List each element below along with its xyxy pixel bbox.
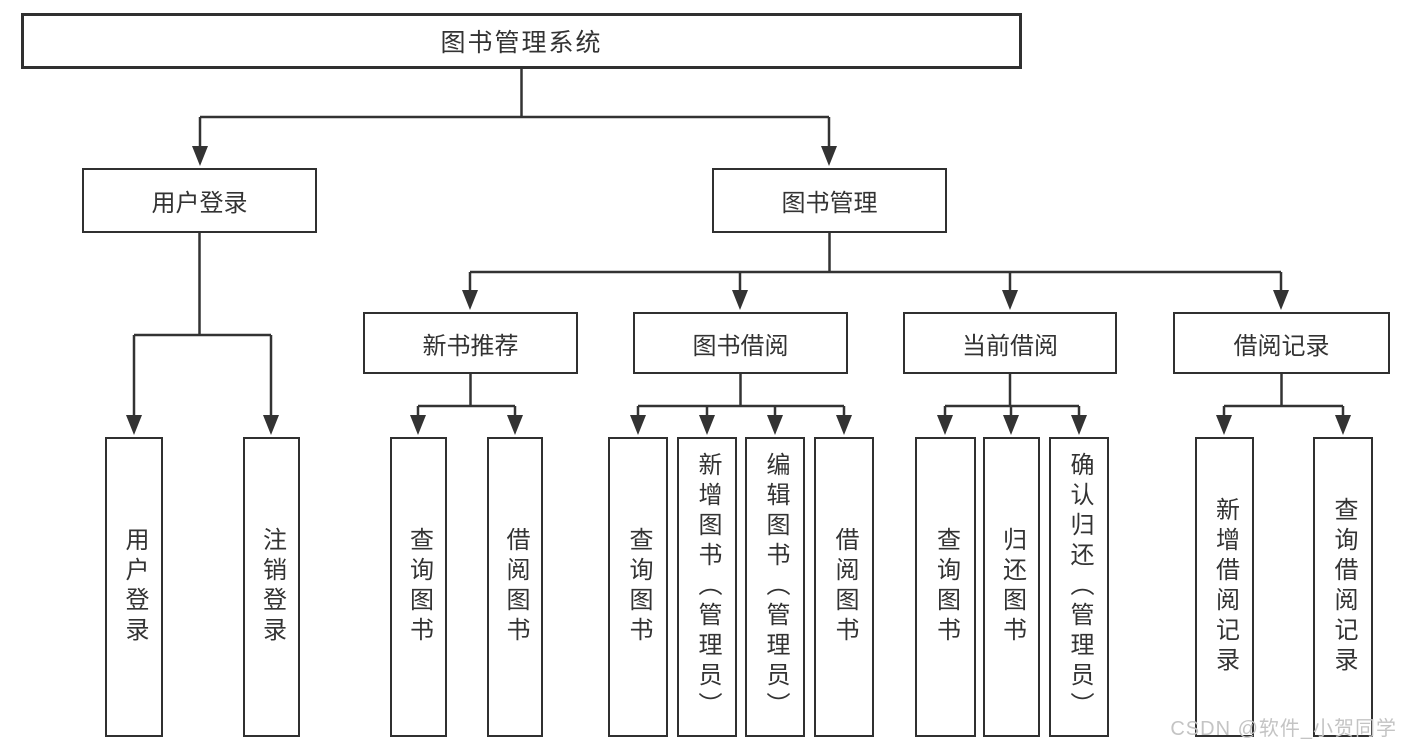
leaf-user-login: 用户登录 <box>105 437 163 737</box>
arrow-head <box>1335 415 1351 435</box>
arrow-head <box>836 415 852 435</box>
node-new-book-recommendation: 新书推荐 <box>363 312 578 374</box>
arrows-borrow-record-to-leaves <box>1216 406 1351 435</box>
arrows-new-book-to-leaves <box>410 406 523 435</box>
arrow-head <box>126 415 142 435</box>
leaf-label: 编辑图书（管理员） <box>762 452 789 722</box>
arrow-head <box>1216 415 1232 435</box>
arrow-head <box>630 415 646 435</box>
leaf-label: 借阅图书 <box>502 527 529 647</box>
trunk-borrow-record <box>1224 374 1343 408</box>
leaf-current-confirm-return-admin: 确认归还（管理员） <box>1049 437 1109 737</box>
arrows-user-login-to-leaves <box>126 335 279 435</box>
leaf-label: 查询图书 <box>625 527 652 647</box>
arrows-current-borrow-to-leaves <box>937 406 1087 435</box>
trunk-book-management <box>470 233 1281 274</box>
node-root: 图书管理系统 <box>21 13 1022 69</box>
leaf-borrow-query-books: 查询图书 <box>608 437 668 737</box>
arrow-head <box>263 415 279 435</box>
leaf-label: 查询图书 <box>932 527 960 647</box>
arrow-head <box>767 415 783 435</box>
node-current-borrowing: 当前借阅 <box>903 312 1117 374</box>
trunk-root <box>200 69 829 119</box>
arrow-head <box>192 146 208 166</box>
node-borrowing-records: 借阅记录 <box>1173 312 1390 374</box>
node-book-management: 图书管理 <box>712 168 947 233</box>
node-user-login: 用户登录 <box>82 168 317 233</box>
arrow-head <box>1273 290 1289 310</box>
arrow-head <box>699 415 715 435</box>
leaf-borrow-borrow-books: 借阅图书 <box>814 437 874 737</box>
leaf-label: 借阅图书 <box>831 527 858 647</box>
arrows-root-to-level2 <box>192 117 837 166</box>
trunk-book-borrow <box>638 374 844 408</box>
arrow-head <box>1071 415 1087 435</box>
arrow-head <box>507 415 523 435</box>
leaf-logout: 注销登录 <box>243 437 300 737</box>
leaf-borrow-add-books-admin: 新增图书（管理员） <box>677 437 737 737</box>
arrow-head <box>821 146 837 166</box>
watermark: CSDN @软件_小贺同学 <box>1170 718 1397 740</box>
arrows-book-borrow-to-leaves <box>630 406 852 435</box>
node-book-borrowing: 图书借阅 <box>633 312 848 374</box>
arrow-head <box>732 290 748 310</box>
arrow-head <box>1003 415 1019 435</box>
leaf-label: 新增借阅记录 <box>1211 497 1239 677</box>
leaf-current-return-books: 归还图书 <box>983 437 1040 737</box>
leaf-label: 确认归还（管理员） <box>1066 452 1093 722</box>
arrow-head <box>462 290 478 310</box>
arrow-head <box>1002 290 1018 310</box>
leaf-current-query-books: 查询图书 <box>915 437 976 737</box>
leaf-newbook-borrow-books: 借阅图书 <box>487 437 543 737</box>
leaf-label: 注销登录 <box>258 527 286 647</box>
arrows-book-management-to-level3 <box>462 272 1289 310</box>
leaf-label: 归还图书 <box>998 527 1026 647</box>
leaf-label: 查询借阅记录 <box>1330 497 1357 677</box>
leaf-label: 查询图书 <box>405 527 433 647</box>
trunk-new-book <box>418 374 515 408</box>
leaf-borrow-edit-books-admin: 编辑图书（管理员） <box>745 437 805 737</box>
leaf-newbook-query-books: 查询图书 <box>390 437 447 737</box>
trunk-user-login <box>134 233 271 337</box>
arrow-head <box>937 415 953 435</box>
leaf-record-query-borrow-record: 查询借阅记录 <box>1313 437 1373 737</box>
leaf-label: 用户登录 <box>121 527 148 647</box>
leaf-label: 新增图书（管理员） <box>694 452 721 722</box>
arrow-head <box>410 415 426 435</box>
leaf-record-add-borrow-record: 新增借阅记录 <box>1195 437 1254 737</box>
trunk-current-borrow <box>945 374 1079 408</box>
